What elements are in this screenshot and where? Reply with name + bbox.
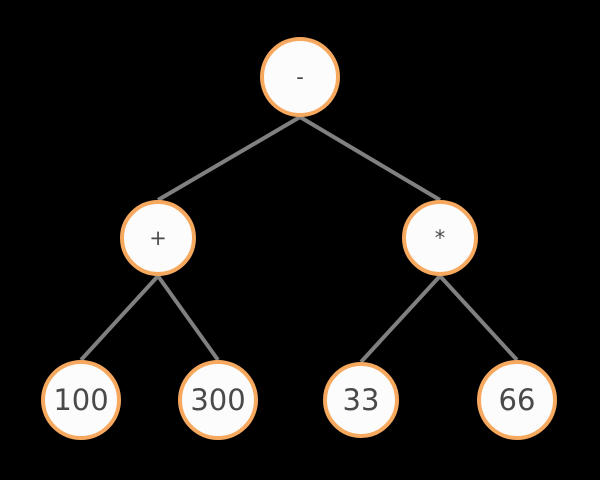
tree-edge-root-right	[298, 115, 442, 202]
tree-node-label-left: +	[149, 225, 167, 250]
tree-node-label-ll: 100	[53, 382, 109, 417]
tree-node-right[interactable]: *	[402, 200, 478, 276]
tree-node-label-rr: 66	[498, 382, 536, 417]
tree-node-label-rl: 33	[342, 382, 380, 417]
tree-node-rr[interactable]: 66	[477, 360, 557, 440]
tree-node-left[interactable]: +	[120, 200, 196, 276]
tree-node-ll[interactable]: 100	[41, 360, 121, 440]
tree-node-rl[interactable]: 33	[323, 362, 399, 438]
tree-edge-root-left	[156, 115, 302, 202]
tree-edge-right-rr	[438, 274, 519, 362]
tree-edge-left-ll	[79, 274, 160, 362]
tree-node-root[interactable]: -	[260, 37, 340, 117]
tree-edge-right-rl	[359, 274, 442, 364]
tree-node-lr[interactable]: 300	[178, 360, 258, 440]
tree-edge-left-lr	[156, 274, 220, 362]
tree-node-label-lr: 300	[190, 382, 246, 417]
tree-node-label-root: -	[296, 64, 304, 89]
tree-node-label-right: *	[434, 225, 446, 250]
